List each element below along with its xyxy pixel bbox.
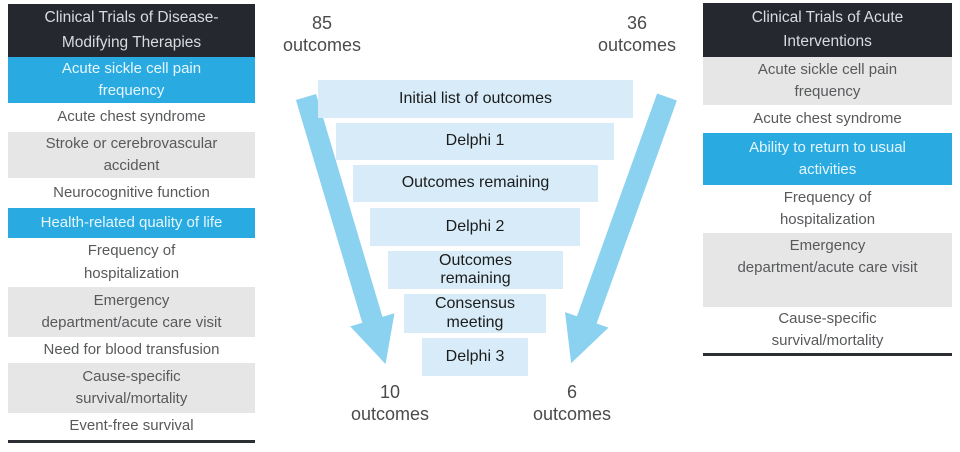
funnel-step-label: Outcomes remaining: [439, 251, 512, 287]
funnel-step-label: Consensus meeting: [434, 295, 516, 331]
funnel-step-label: Delphi 1: [445, 132, 505, 150]
outcome-row-highlighted: Acute sickle cell pain frequency: [8, 57, 255, 103]
panel-title-acute-interventions: Clinical Trials of Acute Interventions: [703, 3, 952, 57]
outcome-label: Stroke or cerebrovascular accident: [45, 134, 218, 174]
funnel-step-delphi-2: Delphi 2: [370, 208, 580, 246]
outcome-label: Acute chest syndrome: [753, 109, 902, 127]
outcome-row: Emergency department/acute care visit: [8, 287, 255, 337]
outcome-label: Cause-specific survival/mortality: [771, 309, 884, 349]
funnel-step-outcomes-remaining-1: Outcomes remaining: [353, 165, 598, 202]
outcome-label: Emergency department/acute care visit: [41, 291, 222, 331]
panel-title-text: Clinical Trials of Disease- Modifying Th…: [44, 9, 219, 51]
outcome-label: Event-free survival: [69, 417, 194, 435]
outcome-label: Frequency of hospitalization: [779, 188, 876, 228]
count-value: 85: [311, 13, 333, 33]
outcome-row-highlighted: Ability to return to usual activities: [703, 133, 952, 185]
outcome-label: Frequency of hospitalization: [83, 242, 180, 282]
panel-title-disease-modifying: Clinical Trials of Disease- Modifying Th…: [8, 4, 255, 57]
count-unit: outcomes: [350, 403, 430, 424]
outcome-label: Ability to return to usual activities: [749, 138, 906, 178]
funnel-step-label: Initial list of outcomes: [399, 89, 552, 107]
outcome-row: Acute chest syndrome: [703, 105, 952, 133]
outcome-label: Cause-specific survival/mortality: [75, 367, 188, 407]
outcome-row: Event-free survival: [8, 413, 255, 440]
count-value: 10: [379, 382, 401, 402]
funnel-step-label: Outcomes remaining: [401, 174, 550, 192]
outcome-label: Need for blood transfusion: [43, 340, 220, 358]
outcome-row: Stroke or cerebrovascular accident: [8, 132, 255, 178]
count-value: 36: [626, 13, 648, 33]
outcome-row: Frequency of hospitalization: [703, 185, 952, 233]
outcome-row: Neurocognitive function: [8, 178, 255, 208]
outcome-label: Health-related quality of life: [40, 213, 223, 231]
outcome-label: Neurocognitive function: [53, 183, 210, 201]
count-unit: outcomes: [597, 34, 677, 55]
funnel-step-label: Delphi 3: [445, 347, 505, 365]
outcome-label: Acute chest syndrome: [57, 108, 206, 126]
outcome-row-highlighted: Health-related quality of life: [8, 208, 255, 238]
panel-acute-interventions: Clinical Trials of Acute Interventions A…: [703, 3, 952, 356]
count-unit: outcomes: [532, 403, 612, 424]
funnel-step-label: Delphi 2: [445, 217, 505, 235]
count-bottom-right: 6 outcomes: [517, 382, 627, 426]
outcome-row: Cause-specific survival/mortality: [703, 307, 952, 353]
outcome-row: Acute chest syndrome: [8, 103, 255, 132]
funnel-step-outcomes-remaining-2: Outcomes remaining: [388, 251, 563, 289]
funnel-step-delphi-3: Delphi 3: [422, 338, 528, 376]
funnel-step-initial-list: Initial list of outcomes: [318, 80, 633, 118]
funnel-step-consensus-meeting: Consensus meeting: [404, 294, 546, 333]
outcome-row: Frequency of hospitalization: [8, 238, 255, 287]
outcome-row: Acute sickle cell pain frequency: [703, 57, 952, 105]
count-top-right: 36 outcomes: [582, 13, 692, 57]
funnel-step-delphi-1: Delphi 1: [336, 123, 614, 160]
count-bottom-left: 10 outcomes: [335, 382, 445, 426]
outcome-label: Acute sickle cell pain frequency: [61, 59, 202, 99]
panel-title-text: Clinical Trials of Acute Interventions: [751, 8, 904, 50]
outcome-row: Cause-specific survival/mortality: [8, 363, 255, 413]
count-unit: outcomes: [282, 34, 362, 55]
count-top-left: 85 outcomes: [267, 13, 377, 57]
outcome-label: Acute sickle cell pain frequency: [757, 60, 898, 100]
panel-disease-modifying-therapies: Clinical Trials of Disease- Modifying Th…: [8, 4, 255, 443]
outcome-row: Emergency department/acute care visit: [703, 233, 952, 307]
outcome-row: Need for blood transfusion: [8, 337, 255, 363]
count-value: 6: [566, 382, 577, 402]
outcome-label: Emergency department/acute care visit: [737, 236, 918, 276]
